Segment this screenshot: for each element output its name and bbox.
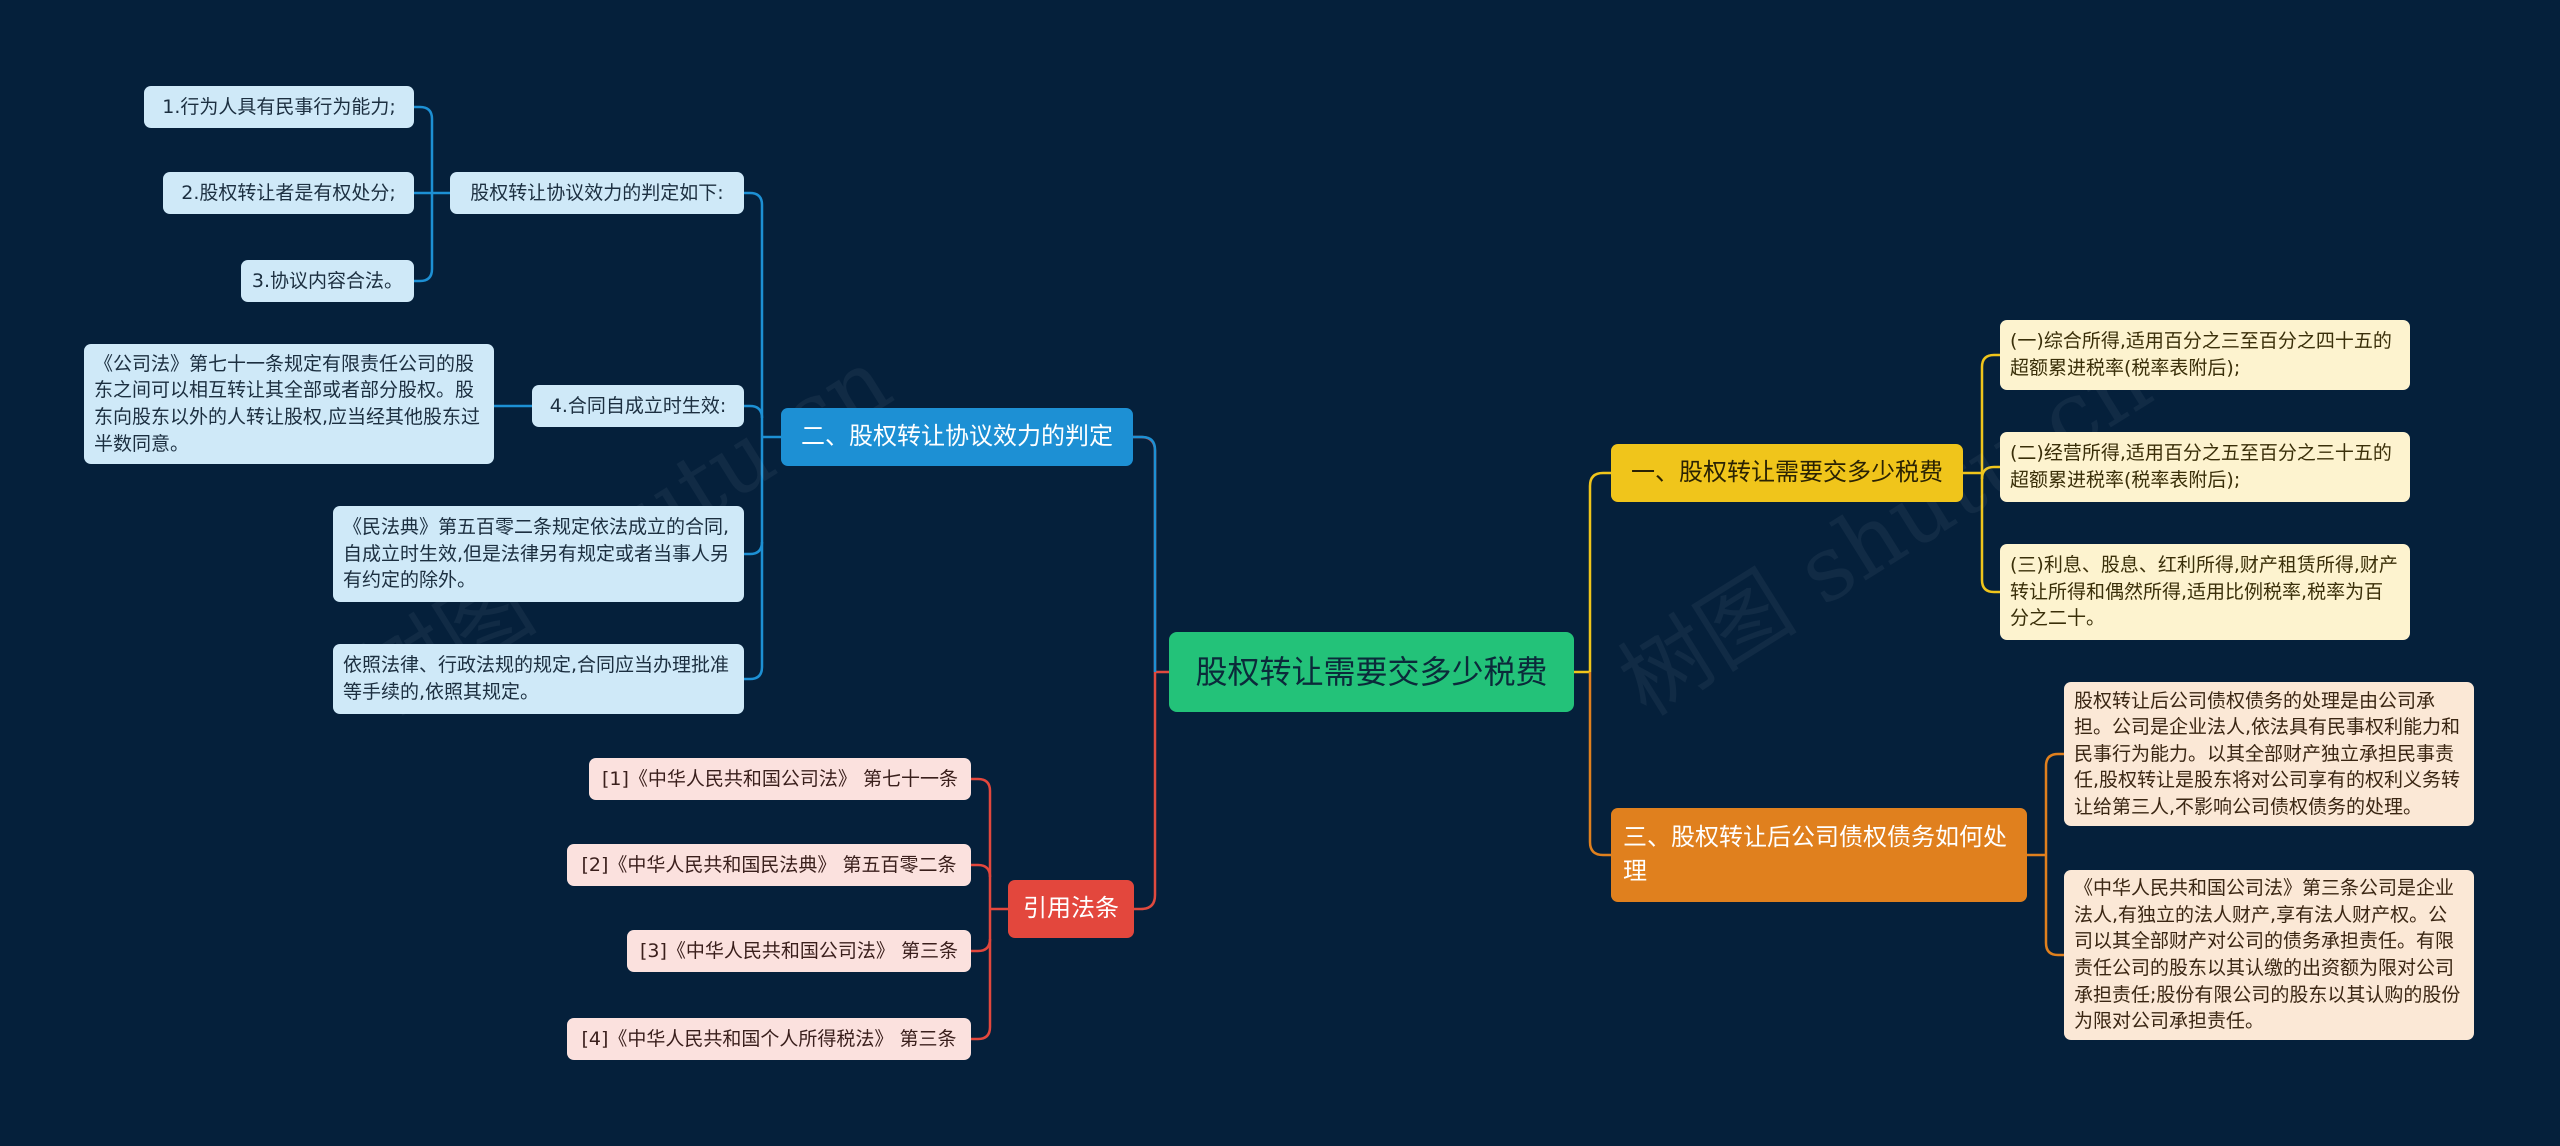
condition-authority[interactable]: 2.股权转让者是有权处分; xyxy=(163,172,414,214)
tax-item[interactable]: (一)综合所得,适用百分之三至百分之四十五的超额累进税率(税率表附后); xyxy=(2000,320,2410,390)
connector-line xyxy=(971,938,992,953)
condition-capacity[interactable]: 1.行为人具有民事行为能力; xyxy=(144,86,414,128)
tax-item[interactable]: (二)经营所得,适用百分之五至百分之三十五的超额累进税率(税率表附后); xyxy=(2000,432,2410,502)
citation-item[interactable]: [4]《中华人民共和国个人所得税法》 第三条 xyxy=(567,1018,971,1060)
debt-item[interactable]: 《中华人民共和国公司法》第三条公司是企业法人,有独立的法人财产,享有法人财产权。… xyxy=(2064,870,2474,1040)
civil-code-note[interactable]: 《民法典》第五百零二条规定依法成立的合同,自成立时生效,但是法律另有规定或者当事… xyxy=(333,506,744,602)
root-topic[interactable]: 股权转让需要交多少税费 xyxy=(1169,632,1574,712)
branch-citations[interactable]: 引用法条 xyxy=(1008,880,1134,938)
connector-line xyxy=(744,191,764,206)
connector-line xyxy=(1588,672,1611,857)
connector-line xyxy=(2044,752,2064,767)
connector-line xyxy=(744,404,764,419)
connector-line xyxy=(971,863,992,878)
company-law-note[interactable]: 《公司法》第七十一条规定有限责任公司的股东之间可以相互转让其全部或者部分股权。股… xyxy=(84,344,494,464)
connector-line xyxy=(414,105,434,120)
connector-line xyxy=(1980,579,2000,594)
condition-legality[interactable]: 3.协议内容合法。 xyxy=(241,260,414,302)
connector-line xyxy=(1588,471,1611,672)
citation-item[interactable]: [1]《中华人民共和国公司法》 第七十一条 xyxy=(589,758,971,800)
connector-line xyxy=(1980,465,2000,480)
connector-line xyxy=(1133,894,1157,911)
branch-debt[interactable]: 三、股权转让后公司债权债务如何处理 xyxy=(1611,808,2027,902)
connector-line xyxy=(744,541,764,556)
effective-heading[interactable]: 4.合同自成立时生效: xyxy=(532,385,744,427)
connector-line xyxy=(2044,942,2064,957)
citation-item[interactable]: [2]《中华人民共和国民法典》 第五百零二条 xyxy=(567,844,971,886)
branch-tax[interactable]: 一、股权转让需要交多少税费 xyxy=(1611,444,1963,502)
connector-line xyxy=(414,268,434,283)
approval-note[interactable]: 依照法律、行政法规的规定,合同应当办理批准等手续的,依照其规定。 xyxy=(333,644,744,714)
branch-validity[interactable]: 二、股权转让协议效力的判定 xyxy=(781,408,1133,466)
connector-line xyxy=(1980,353,2000,368)
citation-item[interactable]: [3]《中华人民共和国公司法》 第三条 xyxy=(627,930,971,972)
tax-item[interactable]: (三)利息、股息、红利所得,财产租赁所得,财产转让所得和偶然所得,适用比例税率,… xyxy=(2000,544,2410,640)
connector-line xyxy=(1133,435,1157,672)
connector-line xyxy=(971,777,992,792)
connector-line xyxy=(971,1026,992,1041)
validity-conditions-heading[interactable]: 股权转让协议效力的判定如下: xyxy=(450,172,744,214)
debt-item[interactable]: 股权转让后公司债权债务的处理是由公司承担。公司是企业法人,依法具有民事权利能力和… xyxy=(2064,682,2474,826)
connector-line xyxy=(744,666,764,681)
